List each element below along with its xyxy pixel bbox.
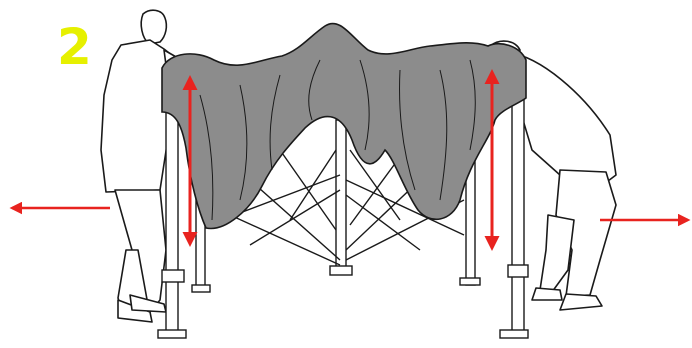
step-number: 2 [57, 22, 92, 72]
